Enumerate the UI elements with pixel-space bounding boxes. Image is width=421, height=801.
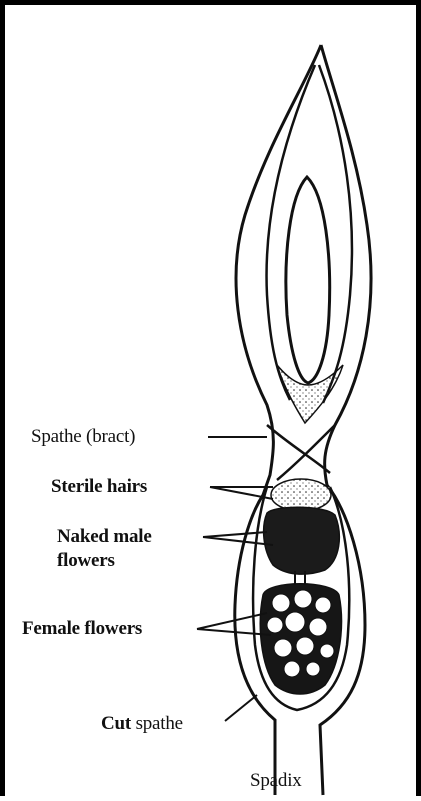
label-cut-suffix: spathe — [131, 713, 183, 734]
label-female-flowers: Female flowers — [22, 618, 142, 640]
label-cut-spathe: Cut spathe — [101, 713, 183, 735]
label-spathe-bract: Spathe (bract) — [31, 426, 135, 448]
sterile-hairs-zone — [271, 479, 331, 511]
label-sterile-hairs: Sterile hairs — [51, 476, 147, 498]
label-spadix: Spadix — [250, 770, 302, 792]
label-cut-prefix: Cut — [101, 713, 131, 734]
arum-inflorescence-drawing — [5, 5, 421, 801]
label-naked-male-flowers-line2: flowers — [57, 550, 115, 572]
label-naked-male-flowers-line1: Naked male — [57, 526, 152, 548]
spadix-appendix — [286, 177, 330, 383]
male-flowers-zone — [264, 507, 340, 574]
leader-cut-spathe — [225, 695, 257, 721]
